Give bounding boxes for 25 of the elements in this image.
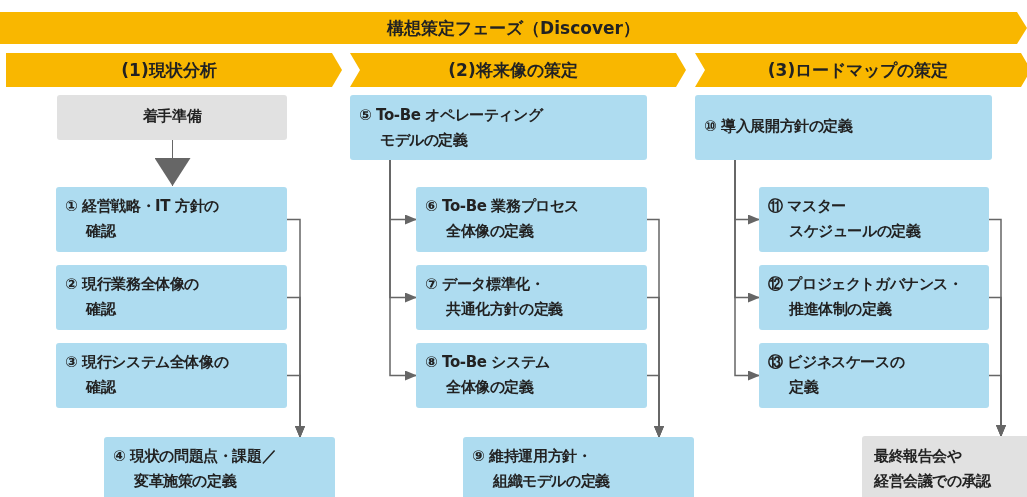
task-box: ② 現行業務全体像の確認 bbox=[56, 265, 287, 330]
task-box: ③ 現行システム全体像の確認 bbox=[56, 343, 287, 408]
task-box: ⑥ To-Be 業務プロセス全体像の定義 bbox=[416, 187, 647, 252]
step-heading-band: (1)現状分析 bbox=[6, 53, 342, 87]
task-box: ⑪ マスタースケジュールの定義 bbox=[759, 187, 989, 252]
task-box: ⑩ 導入展開方針の定義 bbox=[695, 95, 992, 160]
step-heading-band: (3)ロードマップの策定 bbox=[695, 53, 1027, 87]
task-box: ⑬ ビジネスケースの定義 bbox=[759, 343, 989, 408]
phase-banner: 構想策定フェーズ（Discover） bbox=[0, 12, 1027, 44]
task-box: ⑧ To-Be システム全体像の定義 bbox=[416, 343, 647, 408]
task-box: ① 経営戦略・IT 方針の確認 bbox=[56, 187, 287, 252]
arrow bbox=[646, 374, 664, 438]
milestone-box: 着手準備 bbox=[57, 95, 287, 140]
task-box: ⑨ 維持運用方針・組織モデルの定義 bbox=[463, 437, 694, 497]
task-box: ⑦ データ標準化・共通化方針の定義 bbox=[416, 265, 647, 330]
arrow bbox=[734, 159, 760, 381]
task-box: ⑫ プロジェクトガバナンス・推進体制の定義 bbox=[759, 265, 989, 330]
triangle-arrow bbox=[154, 139, 191, 187]
milestone-box: 最終報告会や経営会議での承認 bbox=[862, 436, 1027, 497]
arrow bbox=[286, 374, 305, 438]
task-box: ④ 現状の問題点・課題／変革施策の定義 bbox=[104, 437, 335, 497]
arrow bbox=[988, 374, 1006, 437]
task-box: ⑤ To-Be オペレーティングモデルの定義 bbox=[350, 95, 647, 160]
arrow bbox=[389, 159, 417, 381]
step-heading-band: (2)将来像の策定 bbox=[350, 53, 686, 87]
